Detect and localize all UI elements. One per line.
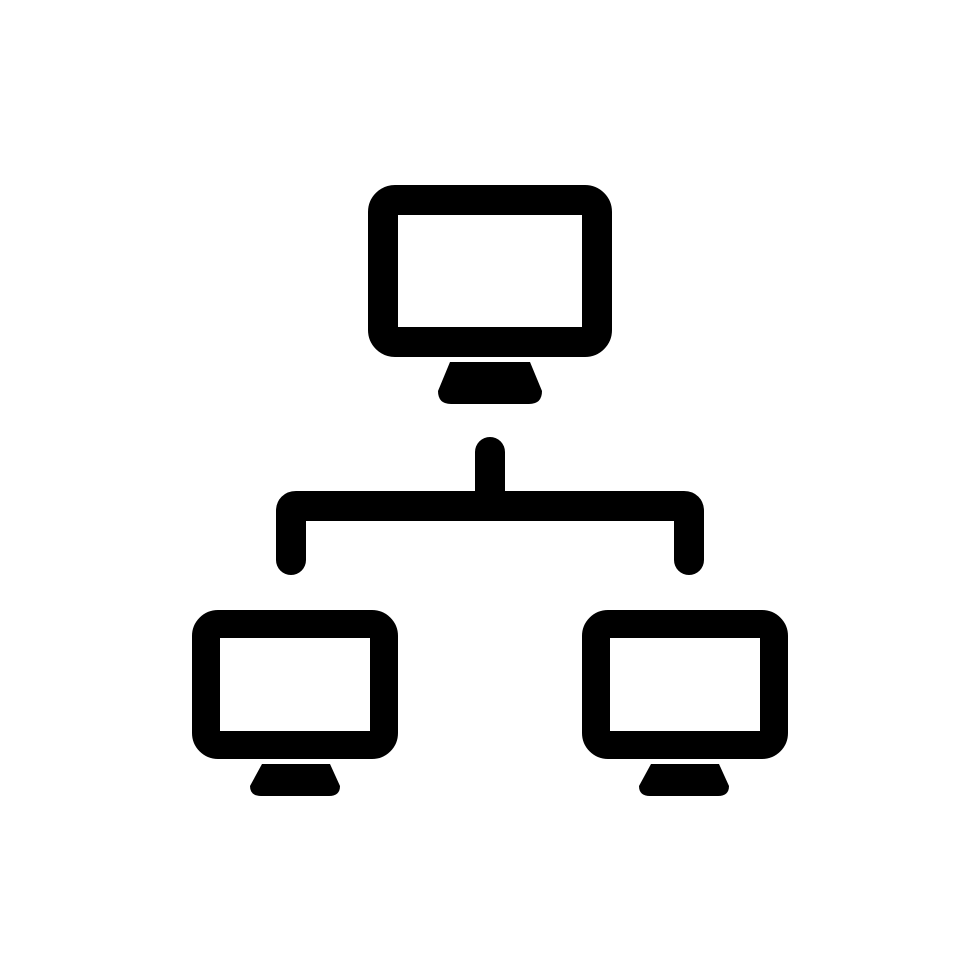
- right-monitor-icon: [582, 610, 788, 796]
- left-monitor-icon: [192, 610, 398, 796]
- connector-lines: [276, 437, 704, 575]
- top-monitor-screen: [368, 185, 612, 357]
- left-monitor-screen: [192, 610, 398, 759]
- connector-branch: [276, 491, 704, 575]
- right-monitor-stand: [639, 764, 729, 796]
- left-monitor-stand: [250, 764, 340, 796]
- top-monitor-icon: [368, 185, 612, 404]
- right-monitor-screen: [582, 610, 788, 759]
- top-monitor-stand: [438, 362, 542, 404]
